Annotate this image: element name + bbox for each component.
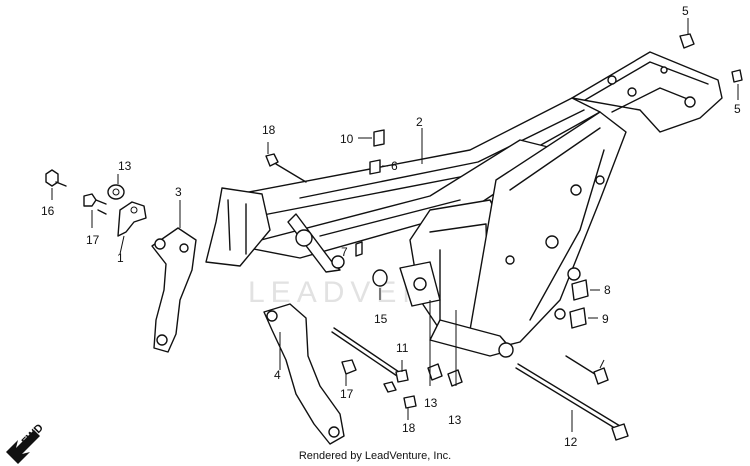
callout-18-upper: 18 <box>262 123 276 137</box>
frame-body <box>205 51 723 358</box>
bolt-16-lower <box>341 359 357 375</box>
cap-5-top <box>679 33 695 49</box>
bolt-18-lower <box>565 355 609 385</box>
bolt-11 <box>331 327 409 383</box>
callout-2: 2 <box>416 115 423 129</box>
callout-15: 15 <box>374 312 388 326</box>
bolt-18-upper <box>265 153 307 183</box>
fwd-label: FWD <box>20 422 46 448</box>
rubber-7 <box>355 241 363 257</box>
callout-16-left: 16 <box>41 204 55 218</box>
callout-1: 1 <box>117 251 124 265</box>
pad-9 <box>569 307 587 329</box>
rubber-6 <box>369 159 381 175</box>
callout-13-right: 13 <box>448 413 462 427</box>
callout-9: 9 <box>602 312 609 326</box>
callout-13-left: 13 <box>424 396 438 410</box>
callout-12: 12 <box>564 435 578 449</box>
engine-hanger-bracket-3 <box>151 227 197 353</box>
callout-16-lower: 17 <box>340 387 354 401</box>
callout-5-top: 5 <box>682 4 689 18</box>
callout-10: 10 <box>340 132 354 146</box>
callout-17-lower: 18 <box>402 421 416 435</box>
callout-6: 6 <box>391 159 398 173</box>
callout-14: 13 <box>118 159 132 173</box>
callout-11: 11 <box>396 341 409 355</box>
callout-5-right: 5 <box>734 102 741 116</box>
cap-5-right <box>731 69 743 83</box>
bolt-17-left <box>83 193 107 215</box>
callout-3: 3 <box>175 185 182 199</box>
engine-hanger-bracket-4 <box>263 303 345 445</box>
callout-8: 8 <box>604 283 611 297</box>
leader-lines <box>51 18 739 432</box>
footer-credit: Rendered by LeadVenture, Inc. <box>298 450 452 462</box>
callout-4: 4 <box>274 368 281 382</box>
callout-7: 7 <box>341 245 348 259</box>
bolt-12 <box>515 363 629 441</box>
bracket-1 <box>117 201 147 237</box>
nut-13-left <box>427 363 443 381</box>
nut-13-right <box>447 369 463 387</box>
callout-17-left: 17 <box>86 233 100 247</box>
pad-8 <box>571 279 589 301</box>
rubber-10 <box>373 129 385 147</box>
bolt-17-lower <box>383 381 417 409</box>
collar-14 <box>107 184 125 200</box>
collar-15 <box>372 269 388 287</box>
bolt-16-left <box>45 169 67 187</box>
